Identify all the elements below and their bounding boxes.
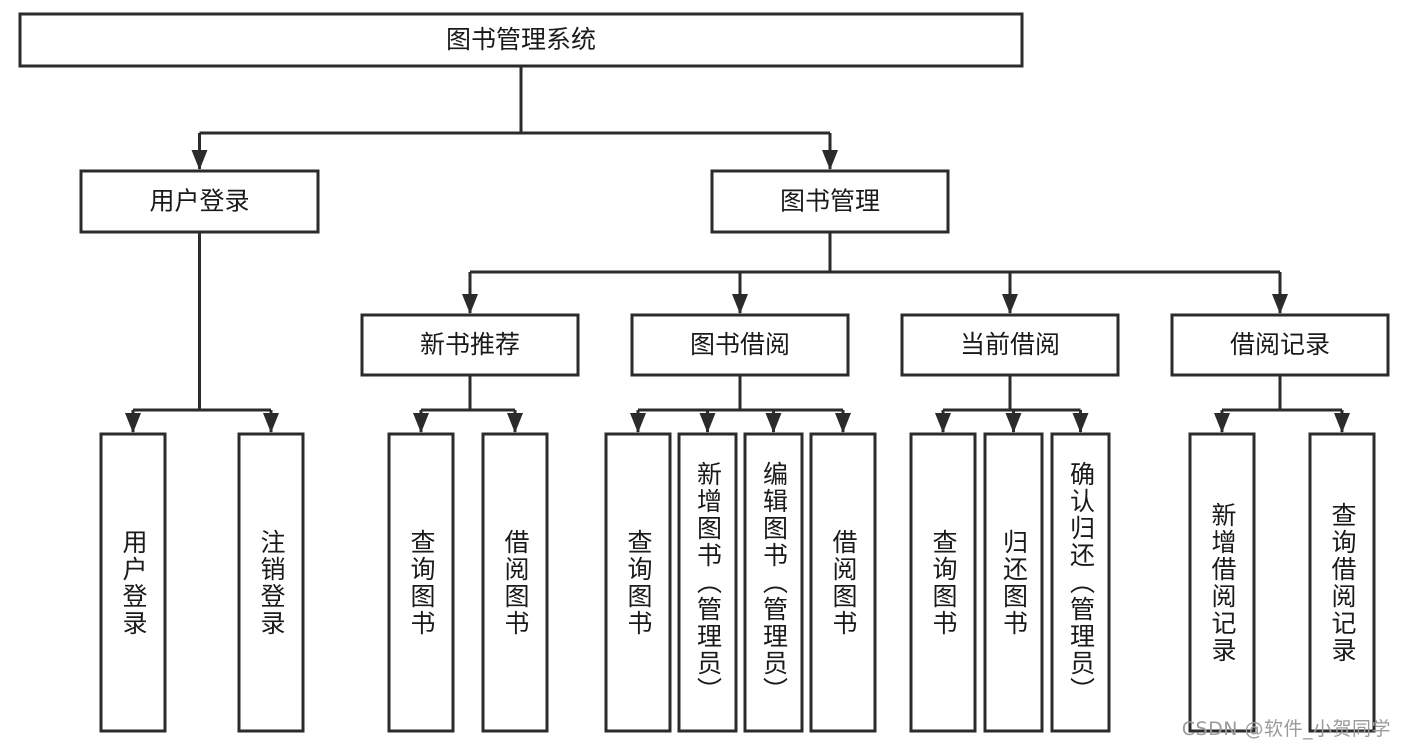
node-box-leaf-0[interactable] xyxy=(99,432,167,733)
arrow-head-icon-leaf-1 xyxy=(263,413,279,433)
node-box-level2-1[interactable] xyxy=(710,169,950,234)
arrow-head-icon-leaf-2 xyxy=(413,413,429,433)
node-label-level2-1: 图书管理 xyxy=(780,187,880,216)
arrow-head-icon-leaf-3 xyxy=(507,413,523,433)
node-box-leaf-12[interactable] xyxy=(1308,432,1376,733)
node-box-leaf-7[interactable] xyxy=(809,432,877,733)
node-boxes xyxy=(18,12,1390,733)
arrow-head-icon-level3-2 xyxy=(1002,294,1018,314)
arrow-head-icon-level3-1 xyxy=(732,294,748,314)
arrow-head-icon-leaf-5 xyxy=(699,413,716,433)
arrow-head-icon-level3-3 xyxy=(1272,294,1288,314)
node-box-leaf-2[interactable] xyxy=(387,432,455,733)
node-label-level3-1: 图书借阅 xyxy=(690,330,790,359)
node-box-leaf-8[interactable] xyxy=(909,432,977,733)
node-label-level3-2: 当前借阅 xyxy=(960,330,1060,359)
node-label-level3-3: 借阅记录 xyxy=(1230,330,1330,359)
arrow-head-icon-level3-0 xyxy=(462,294,478,314)
arrow-head-icon-leaf-10 xyxy=(1072,413,1089,433)
node-box-leaf-5[interactable] xyxy=(677,432,738,733)
node-box-level3-3[interactable] xyxy=(1170,313,1390,377)
node-box-level3-2[interactable] xyxy=(900,313,1120,377)
arrow-head-icon-leaf-12 xyxy=(1334,413,1350,433)
node-box-level2-0[interactable] xyxy=(79,169,320,234)
arrow-head-icon-leaf-8 xyxy=(935,413,951,433)
node-box-leaf-11[interactable] xyxy=(1188,432,1256,733)
arrow-head-icon-leaf-4 xyxy=(630,413,646,433)
arrow-head-icon-leaf-0 xyxy=(125,413,141,433)
node-box-level3-0[interactable] xyxy=(360,313,580,377)
watermark-text: CSDN @软件_小贺同学 xyxy=(1181,718,1391,740)
node-box-leaf-10[interactable] xyxy=(1050,432,1111,733)
arrow-head-icon-leaf-9 xyxy=(1005,413,1022,433)
node-box-leaf-6[interactable] xyxy=(743,432,804,733)
arrow-head-icon-leaf-7 xyxy=(835,413,851,433)
arrow-head-icon-leaf-11 xyxy=(1214,413,1230,433)
arrow-head-icon-level2-0 xyxy=(191,150,208,170)
node-box-leaf-9[interactable] xyxy=(983,432,1044,733)
node-box-level3-1[interactable] xyxy=(630,313,850,377)
arrow-head-icon-leaf-6 xyxy=(765,413,782,433)
arrow-head-icon-level2-1 xyxy=(822,150,838,170)
node-box-leaf-4[interactable] xyxy=(604,432,672,733)
node-box-leaf-3[interactable] xyxy=(481,432,549,733)
node-label-root: 图书管理系统 xyxy=(446,25,596,54)
node-label-level3-0: 新书推荐 xyxy=(420,330,520,359)
connector-edges xyxy=(125,66,1350,433)
node-box-root[interactable] xyxy=(18,12,1024,68)
node-label-level2-0: 用户登录 xyxy=(149,187,249,216)
node-box-leaf-1[interactable] xyxy=(237,432,305,733)
